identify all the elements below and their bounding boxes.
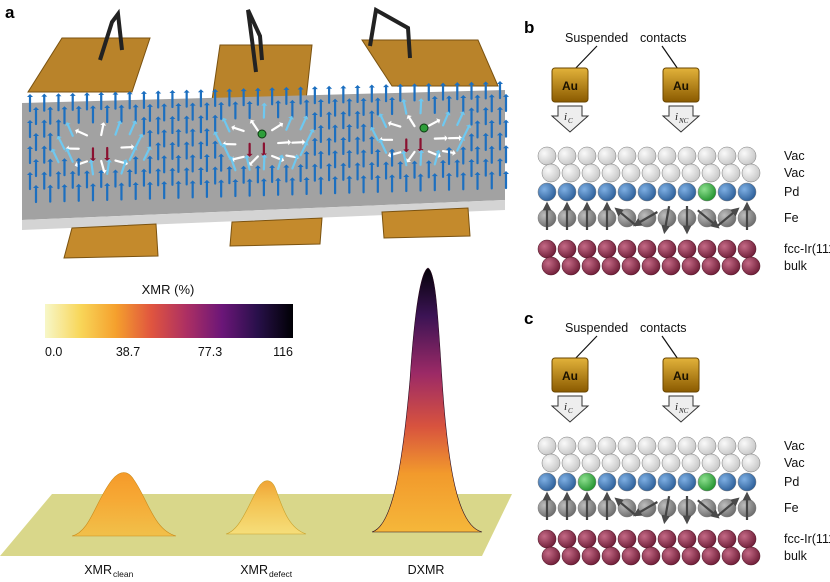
panel-c-title-suspended: Suspended [565,321,628,335]
panel-c-current-arrow-left [550,395,590,423]
panel-b-layer-label-5: bulk [784,259,808,273]
panel-b-layer-0 [537,146,757,166]
wire-left [98,8,124,61]
panel-b-layer-label-3: Fe [784,211,799,225]
panel-label-b: b [524,18,534,37]
bottom-electrode-mid [229,217,323,247]
panel-label-a: a [5,3,15,22]
panel-c-layer-3 [537,491,757,525]
panel-b-layer-label-2: Pd [784,185,799,199]
colorbar-title: XMR (%) [142,282,195,297]
panel-b-title-suspended: Suspended [565,31,628,45]
peak-defect-label: XMR defect [240,563,293,579]
xmr-surface: XMR clean XMR defect DXMR [0,267,512,579]
colorbar-tick-3: 116 [273,345,293,359]
wire-mid [246,9,264,73]
panel-b-layer-5 [541,256,761,276]
panel-b-au-pad-right [662,67,700,103]
panel-b-layer-label-4: fcc-Ir(111) [784,242,830,256]
bottom-electrode-left [63,223,159,259]
panel-c-layer-label-4: fcc-Ir(111) [784,532,830,546]
svg-text:C: C [568,117,573,125]
colorbar-tick-0: 0.0 [45,345,62,359]
spin-arrows [27,81,509,204]
panel-b-current-arrow-left [550,105,590,133]
panel-c-au-pad-left [551,357,589,393]
panel-c-layer-2 [537,472,757,492]
svg-text:Au: Au [673,79,689,93]
colorbar-tick-2: 77.3 [198,345,222,359]
panel-b-layer-2 [537,182,757,202]
svg-text:Au: Au [562,369,578,383]
svg-text:Au: Au [562,79,578,93]
panel-c-layer-label-5: bulk [784,549,808,563]
panel-a-device [22,6,509,259]
panel-c-layer-label-3: Fe [784,501,799,515]
wire-right [368,6,412,59]
panel-c-layer-1 [541,453,761,473]
panel-c-layer-5 [541,546,761,566]
svg-text:i: i [564,111,567,123]
colorbar: XMR (%) 0.0 38.7 77.3 116 [45,282,293,359]
svg-text:C: C [568,407,573,415]
panel-c-layer-4 [537,529,757,549]
peak-clean-label: XMR clean [84,563,133,579]
svg-text:i: i [675,111,678,123]
panel-b-layer-label-1: Vac [784,166,805,180]
panel-b-current-arrow-right [661,105,701,133]
top-electrode-left [27,37,151,93]
panel-b-layer-3 [537,201,757,235]
svg-text:NC: NC [678,117,689,125]
peak-clean [71,472,177,537]
svg-text:i: i [675,401,678,413]
svg-text:clean: clean [113,569,134,579]
peak-dxmr [371,267,483,533]
panel-b-layer-label-0: Vac [784,149,805,163]
colorbar-bar [45,304,293,338]
peak-defect [225,480,307,535]
panel-c-layer-label-1: Vac [784,456,805,470]
panel-c-layer-label-2: Pd [784,475,799,489]
svg-text:i: i [564,401,567,413]
svg-text:defect: defect [269,569,293,579]
svg-text:XMR: XMR [84,563,112,577]
panel-b-layer-4 [537,239,757,259]
slab-edge [22,200,505,230]
panel-b-title-contacts: contacts [640,31,687,45]
svg-text:Au: Au [673,369,689,383]
panel-c-current-arrow-right [661,395,701,423]
svg-text:NC: NC [678,407,689,415]
svg-text:XMR: XMR [240,563,268,577]
panel-c-layer-0 [537,436,757,456]
panel-c-layer-label-0: Vac [784,439,805,453]
bottom-electrode-right [381,207,471,239]
panel-b-au-pad-left [551,67,589,103]
top-electrode-right [361,39,499,87]
panel-c-title-contacts: contacts [640,321,687,335]
peak-dxmr-label: DXMR [408,563,445,577]
panel-c-au-pad-right [662,357,700,393]
panel-b-layer-1 [541,163,761,183]
colorbar-tick-1: 38.7 [116,345,140,359]
panel-label-c: c [524,309,533,328]
